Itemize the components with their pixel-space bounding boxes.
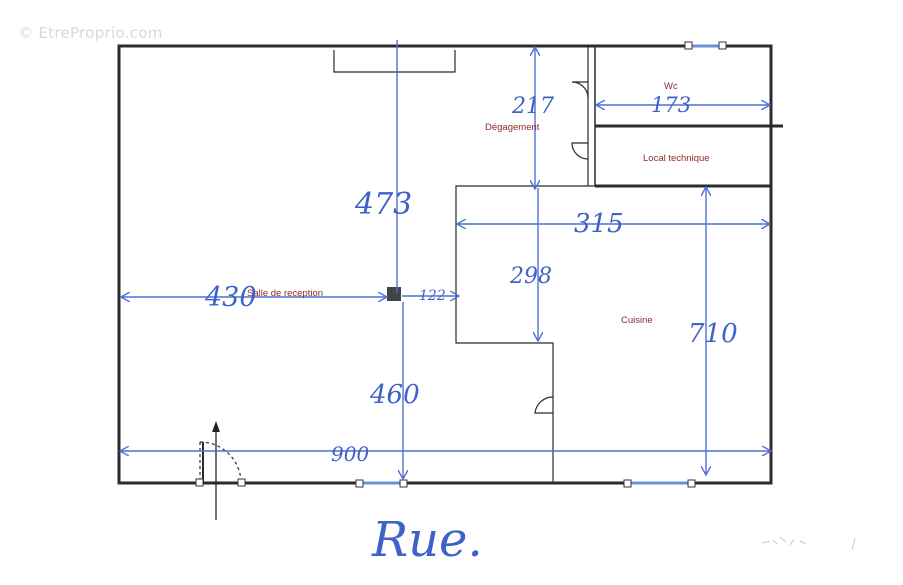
outer-wall xyxy=(117,44,773,485)
room-label-cuisine: Cuisine xyxy=(621,315,653,326)
dim-label-473: 473 xyxy=(354,187,412,222)
dim-label-900: 900 xyxy=(331,442,369,466)
room-label-wc: Wc xyxy=(664,81,678,92)
pencil-marks xyxy=(761,536,856,551)
dim-label-217: 217 xyxy=(511,94,554,119)
door-hinge-2 xyxy=(237,478,246,487)
dim-label-122: 122 xyxy=(419,288,446,304)
pillar xyxy=(387,287,401,301)
window-bottom-left xyxy=(355,479,408,488)
window-top xyxy=(684,41,727,50)
watermark: © EtreProprio.com xyxy=(18,24,163,42)
door-local xyxy=(571,142,589,160)
window-bottom-right xyxy=(623,479,696,488)
dim-label-298: 298 xyxy=(509,264,552,289)
room-label-degagement: Dégagement xyxy=(485,122,540,133)
dim-label-173: 173 xyxy=(651,93,691,117)
dim-label-315: 315 xyxy=(574,209,624,239)
dim-label-430: 430 xyxy=(204,282,257,313)
street-label: Rue. xyxy=(371,512,483,568)
door-entrance xyxy=(199,441,242,484)
door-hinge-1 xyxy=(195,478,204,487)
room-label-local-technique: Local technique xyxy=(643,153,710,164)
dim-label-710: 710 xyxy=(688,319,738,349)
counter xyxy=(333,50,456,73)
dim-label-460: 460 xyxy=(369,380,420,410)
door-wc xyxy=(571,81,589,99)
wall-cuisine xyxy=(455,185,595,483)
door-cuisine xyxy=(534,396,554,414)
room-label-salle: Salle de reception xyxy=(247,288,323,299)
entry-arrowhead xyxy=(212,421,220,432)
